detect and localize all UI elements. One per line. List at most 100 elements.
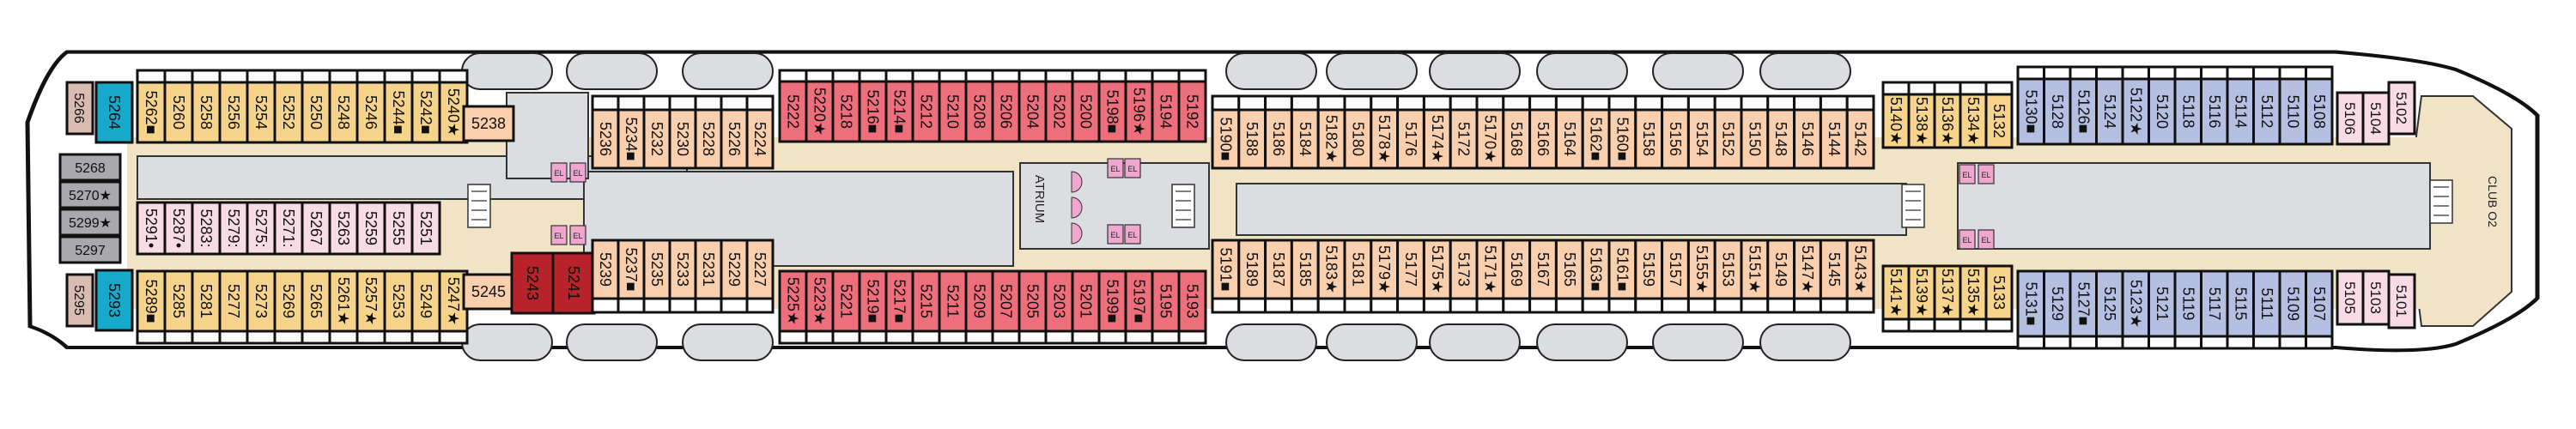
cabin-5285[interactable]: 5285: [163, 269, 194, 333]
cabin-5141[interactable]: 5141★: [1881, 264, 1911, 321]
cabin-5242[interactable]: 5242■: [410, 81, 441, 144]
cabin-5237[interactable]: 5237■: [617, 239, 646, 300]
cabin-5115[interactable]: 5115: [2226, 269, 2255, 338]
cabin-5164[interactable]: 5164: [1554, 108, 1584, 170]
cabin-5165[interactable]: 5165: [1554, 239, 1584, 300]
cabin-5261[interactable]: 5261★: [328, 269, 359, 333]
cabin-5179[interactable]: 5179★: [1370, 239, 1400, 300]
cabin-5116[interactable]: 5116: [2200, 77, 2229, 146]
cabin-5250[interactable]: 5250: [301, 81, 331, 144]
cabin-5245[interactable]: 5245: [462, 273, 515, 311]
cabin-5207[interactable]: 5207: [991, 269, 1021, 333]
cabin-5193[interactable]: 5193: [1177, 269, 1207, 333]
cabin-5217[interactable]: 5217■: [884, 269, 914, 333]
cabin-5219[interactable]: 5219■: [858, 269, 888, 333]
cabin-5180[interactable]: 5180: [1343, 108, 1373, 170]
cabin-5172[interactable]: 5172: [1449, 108, 1479, 170]
cabin-5125[interactable]: 5125: [2095, 269, 2124, 338]
cabin-5232[interactable]: 5232: [642, 108, 671, 170]
cabin-5176[interactable]: 5176: [1396, 108, 1425, 170]
cabin-5203[interactable]: 5203: [1044, 269, 1074, 333]
cabin-5103[interactable]: 5103: [2361, 269, 2391, 326]
cabin-5134[interactable]: 5134★: [1959, 93, 1988, 149]
cabin-5251[interactable]: 5251: [410, 201, 441, 256]
cabin-5266[interactable]: 5266: [65, 81, 94, 136]
cabin-5175[interactable]: 5175★: [1422, 239, 1452, 300]
cabin-5259[interactable]: 5259: [355, 201, 386, 256]
cabin-5220[interactable]: 5220★: [805, 80, 835, 143]
cabin-5275[interactable]: 5275:: [246, 201, 276, 256]
cabin-5279[interactable]: 5279:: [218, 201, 249, 256]
cabin-5239[interactable]: 5239: [591, 239, 620, 300]
cabin-5234[interactable]: 5234■: [617, 108, 646, 170]
cabin-5267[interactable]: 5267: [301, 201, 331, 256]
cabin-5106[interactable]: 5106: [2336, 91, 2365, 146]
cabin-5264[interactable]: 5264: [94, 81, 134, 144]
cabin-5200[interactable]: 5200: [1071, 80, 1101, 143]
cabin-5227[interactable]: 5227: [745, 239, 775, 300]
cabin-5191[interactable]: 5191■: [1211, 239, 1241, 300]
cabin-5128[interactable]: 5128: [2043, 77, 2072, 146]
cabin-5262[interactable]: 5262■: [136, 81, 167, 144]
cabin-5184[interactable]: 5184: [1290, 108, 1320, 170]
cabin-5287[interactable]: 5287•: [163, 201, 194, 256]
cabin-5229[interactable]: 5229: [720, 239, 749, 300]
cabin-5154[interactable]: 5154: [1686, 108, 1716, 170]
cabin-5197[interactable]: 5197■: [1124, 269, 1154, 333]
cabin-5114[interactable]: 5114: [2226, 77, 2255, 146]
cabin-5258[interactable]: 5258: [191, 81, 222, 144]
cabin-5145[interactable]: 5145: [1819, 239, 1849, 300]
cabin-5177[interactable]: 5177: [1396, 239, 1425, 300]
cabin-5108[interactable]: 5108: [2305, 77, 2334, 146]
cabin-5271[interactable]: 5271:: [273, 201, 304, 256]
cabin-5199[interactable]: 5199■: [1097, 269, 1127, 333]
cabin-5228[interactable]: 5228: [694, 108, 723, 170]
cabin-5198[interactable]: 5198■: [1097, 80, 1127, 143]
cabin-5297[interactable]: 5297: [58, 235, 122, 264]
cabin-5204[interactable]: 5204: [1018, 80, 1048, 143]
cabin-5142[interactable]: 5142: [1845, 108, 1875, 170]
cabin-5249[interactable]: 5249: [410, 269, 441, 333]
cabin-5140[interactable]: 5140★: [1881, 93, 1911, 149]
cabin-5223[interactable]: 5223★: [805, 269, 835, 333]
cabin-5211[interactable]: 5211: [938, 269, 968, 333]
cabin-5257[interactable]: 5257★: [355, 269, 386, 333]
cabin-5243[interactable]: 5243: [510, 251, 555, 315]
cabin-5255[interactable]: 5255: [383, 201, 414, 256]
cabin-5212[interactable]: 5212: [911, 80, 941, 143]
cabin-5168[interactable]: 5168: [1502, 108, 1532, 170]
cabin-5167[interactable]: 5167: [1528, 239, 1558, 300]
cabin-5178[interactable]: 5178★: [1370, 108, 1400, 170]
cabin-5138[interactable]: 5138★: [1907, 93, 1936, 149]
cabin-5224[interactable]: 5224: [745, 108, 775, 170]
cabin-5256[interactable]: 5256: [218, 81, 249, 144]
cabin-5121[interactable]: 5121: [2148, 269, 2177, 338]
cabin-5185[interactable]: 5185: [1290, 239, 1320, 300]
cabin-5160[interactable]: 5160■: [1607, 108, 1637, 170]
cabin-5194[interactable]: 5194: [1151, 80, 1181, 143]
cabin-5130[interactable]: 5130■: [2016, 77, 2045, 146]
cabin-5126[interactable]: 5126■: [2069, 77, 2098, 146]
cabin-5293[interactable]: 5293: [94, 269, 134, 332]
cabin-5132[interactable]: 5132: [1984, 93, 2014, 149]
cabin-5152[interactable]: 5152: [1713, 108, 1743, 170]
cabin-5143[interactable]: 5143★: [1845, 239, 1875, 300]
cabin-5161[interactable]: 5161■: [1607, 239, 1637, 300]
cabin-5231[interactable]: 5231: [694, 239, 723, 300]
cabin-5273[interactable]: 5273: [246, 269, 276, 333]
cabin-5163[interactable]: 5163■: [1581, 239, 1611, 300]
cabin-5104[interactable]: 5104: [2361, 91, 2391, 146]
cabin-5277[interactable]: 5277: [218, 269, 249, 333]
cabin-5218[interactable]: 5218: [831, 80, 861, 143]
cabin-5252[interactable]: 5252: [273, 81, 304, 144]
cabin-5202[interactable]: 5202: [1044, 80, 1074, 143]
cabin-5244[interactable]: 5244■: [383, 81, 414, 144]
cabin-5209[interactable]: 5209: [964, 269, 994, 333]
cabin-5295[interactable]: 5295: [65, 273, 94, 328]
cabin-5136[interactable]: 5136★: [1933, 93, 1962, 149]
cabin-5289[interactable]: 5289■: [136, 269, 167, 333]
cabin-5238[interactable]: 5238: [462, 105, 515, 142]
cabin-5241[interactable]: 5241: [551, 251, 596, 315]
cabin-5181[interactable]: 5181: [1343, 239, 1373, 300]
cabin-5225[interactable]: 5225★: [778, 269, 808, 333]
